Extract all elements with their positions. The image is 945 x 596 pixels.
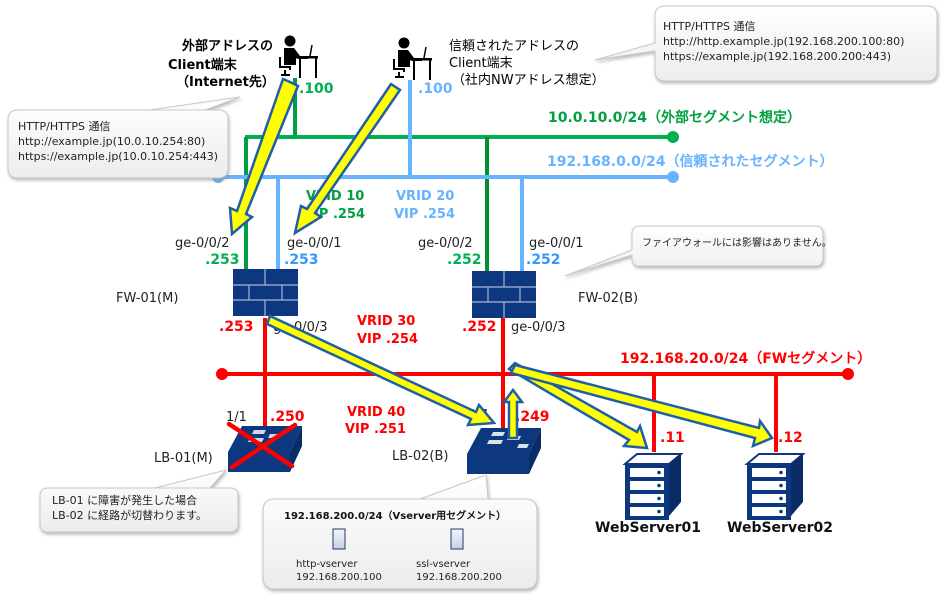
fw01: FW-01(M) ge-0/0/2 .253 ge-0/0/1 .253 .25…	[116, 236, 342, 335]
flow-arrow-icon	[293, 82, 402, 236]
fw01-ip-external: .253	[205, 252, 240, 268]
flow-arrow-icon	[509, 363, 774, 449]
trusted-segment	[212, 80, 679, 272]
callout-trusted-http-line-1: HTTP/HTTPS 通信	[663, 20, 756, 33]
fw02-ip-fw: .252	[462, 319, 497, 335]
webserver01-ip: .11	[660, 430, 685, 446]
callout-trusted-http-line-2: http://http.example.jp(192.168.200.100:8…	[663, 35, 904, 48]
lb02-ip: .249	[515, 409, 550, 425]
failure-x-icon	[226, 421, 298, 470]
fw02-ip-trusted: .252	[526, 252, 561, 268]
fw01-port-trusted: ge-0/0/1	[287, 236, 342, 251]
vserver-icon	[450, 528, 464, 550]
webserver01-name: WebServer01	[595, 520, 701, 536]
vserver-segment-title: 192.168.200.0/24（Vserver用セグメント）	[284, 509, 506, 522]
ssl-vserver-name: ssl-vserver	[416, 559, 471, 570]
fw-segment-endpoint	[842, 368, 854, 380]
server-icon	[744, 453, 806, 520]
webserver02-ip: .12	[778, 430, 803, 446]
callout-external-http-line-3: https://example.jp(10.0.10.254:443)	[18, 150, 218, 163]
vrid30-label: VRID 30	[357, 314, 415, 329]
vrid20-vip: VIP .254	[394, 207, 455, 222]
callout-firewall-note-text: ファイアウォールには影響はありません。	[642, 236, 832, 249]
fw02-port-trusted: ge-0/0/1	[529, 236, 584, 251]
external-segment-endpoint	[667, 131, 679, 143]
firewall-icon	[472, 271, 536, 318]
webserver01: WebServer01 .11	[595, 430, 701, 536]
trusted-client-label-1: 信頼されたアドレスの	[449, 39, 579, 54]
flow-arrow-icon	[501, 387, 525, 440]
vrid20-label: VRID 20	[396, 189, 454, 204]
callout-vserver-segment	[262, 474, 538, 590]
lb01: LB-01(M) 1/1 .250	[154, 409, 305, 472]
fw01-name: FW-01(M)	[116, 291, 178, 306]
trusted-client-label-3: （社内NWアドレス想定）	[452, 72, 605, 88]
webserver02: WebServer02 .12	[727, 430, 833, 536]
lb02: LB-02(B) 1/1 .249	[392, 408, 550, 474]
lb01-name: LB-01(M)	[154, 451, 213, 466]
fw01-port-external: ge-0/0/2	[175, 236, 230, 251]
callout-lb-failover	[39, 469, 239, 533]
vrid40-vip: VIP .251	[345, 422, 406, 437]
fw02-port-external: ge-0/0/2	[418, 236, 473, 251]
fw01-ip-trusted: .253	[284, 252, 319, 268]
callout-trusted-http-line-3: https://example.jp(192.168.200.200:443)	[663, 50, 891, 63]
trusted-segment-label: 192.168.0.0/24（信頼されたセグメント）	[547, 153, 833, 170]
server-icon	[622, 453, 684, 520]
fw02-ip-external: .252	[447, 252, 482, 268]
external-client-label-1: 外部アドレスの	[181, 38, 273, 54]
traffic-arrows	[228, 77, 774, 450]
external-client-label-3: （Internet先）	[176, 74, 275, 90]
firewall-icon	[233, 269, 298, 316]
vserver-icon	[332, 528, 346, 550]
webserver02-name: WebServer02	[727, 520, 833, 536]
fw02-port-fw: ge-0/0/3	[511, 320, 566, 335]
fw02-name: FW-02(B)	[578, 291, 638, 306]
ssl-vserver-ip: 192.168.200.200	[416, 572, 502, 583]
callout-firewall-note	[564, 225, 824, 277]
callout-external-http	[7, 96, 241, 179]
trusted-client-label-2: Client端末	[449, 56, 513, 71]
callout-lb-failover-line-1: LB-01 に障害が発生した場合	[52, 493, 197, 507]
fw-segment-label: 192.168.20.0/24（FWセグメント）	[620, 350, 871, 367]
http-vserver-ip: 192.168.200.100	[296, 572, 382, 583]
load-balancer-icon	[467, 428, 541, 474]
callout-external-http-line-2: http://example.jp(10.0.10.254:80)	[18, 135, 205, 148]
lb01-ip: .250	[270, 409, 305, 425]
trusted-segment-endpoint	[667, 171, 679, 183]
trusted-client-ip: .100	[418, 81, 453, 97]
http-vserver-name: http-vserver	[296, 559, 358, 570]
external-segment-label: 10.0.10.0/24（外部セグメント想定）	[548, 109, 801, 126]
flow-arrow-icon	[265, 314, 497, 427]
external-client-ip: .100	[299, 81, 334, 97]
lb01-port: 1/1	[226, 410, 247, 425]
vrid40-label: VRID 40	[347, 405, 405, 420]
lb02-name: LB-02(B)	[392, 449, 448, 464]
vrid30-vip: VIP .254	[357, 332, 418, 347]
callout-trusted-http	[594, 5, 938, 82]
person-at-desk-icon	[279, 35, 318, 78]
external-client-label-2: Client端末	[168, 57, 238, 73]
flow-arrow-icon	[228, 77, 300, 237]
fw01-ip-fw: .253	[219, 319, 254, 335]
trusted-client: 信頼されたアドレスの Client端末 （社内NWアドレス想定） .100	[393, 37, 605, 97]
person-at-desk-icon	[393, 37, 432, 80]
external-client: 外部アドレスの Client端末 （Internet先） .100	[168, 35, 334, 97]
callout-lb-failover-line-2: LB-02 に経路が切替わります。	[52, 508, 207, 522]
callout-external-http-line-1: HTTP/HTTPS 通信	[18, 120, 111, 133]
fw-segment-start	[216, 368, 228, 380]
fw02: FW-02(B) ge-0/0/2 .252 ge-0/0/1 .252 .25…	[418, 236, 638, 335]
